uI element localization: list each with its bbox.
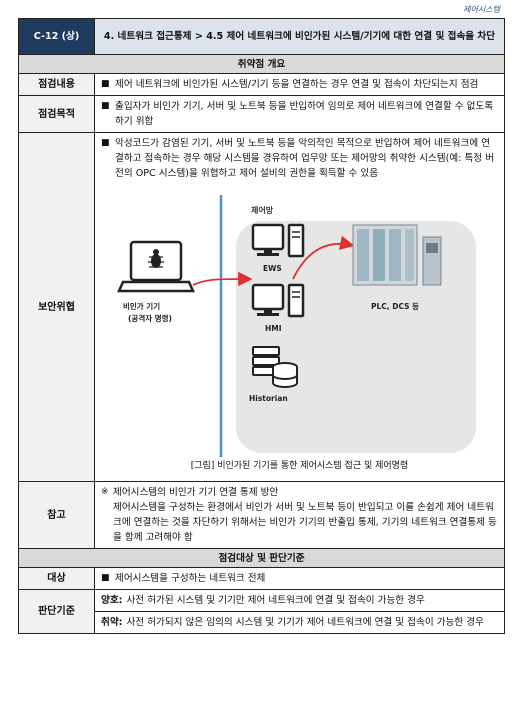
historian-icon — [252, 346, 298, 388]
bad-label: 취약: — [101, 617, 123, 628]
note-marker: ※ — [101, 487, 109, 497]
content-text: 제어 네트워크에 비인가된 시스템/기기 등을 연결하는 경우 연결 및 접속이… — [115, 79, 479, 90]
reference-text: 제어시스템을 구성하는 환경에서 비인가 서버 및 노트북 등이 반입되고 이를… — [113, 502, 497, 543]
threat-cell: ■ 악성코드가 감염된 기기, 서버 및 노트북 등을 악의적인 목적으로 반입하… — [94, 132, 505, 482]
bullet-marker: ■ — [101, 101, 110, 111]
purpose-text: 출입자가 비인가 기기, 서버 및 노트북 등을 반입하여 임의로 제어 네트워… — [115, 101, 494, 127]
hmi-icon — [251, 283, 305, 318]
judgement-bad-cell: 취약:사전 허가되지 않은 임의의 시스템 및 기기가 제어 네트워크에 연결 … — [94, 611, 505, 634]
plc-cabinet-icon — [352, 224, 442, 286]
figure-caption: [그림] 비인가된 기기를 통한 제어시스템 접근 및 제어명령 — [190, 461, 409, 471]
label-threat: 보안위협 — [18, 132, 95, 482]
bullet-marker: ■ — [101, 79, 110, 89]
diagram-svg: 제어망 비인가 기기 (공격자 명령) — [117, 195, 476, 457]
threat-diagram: 제어망 비인가 기기 (공격자 명령) — [101, 187, 498, 457]
plc-label: PLC, DCS 등 — [371, 302, 419, 311]
section-criteria: 점검대상 및 판단기준 — [18, 548, 505, 568]
ews-label: EWS — [263, 264, 282, 273]
label-purpose: 점검목적 — [18, 95, 95, 133]
network-label: 제어망 — [251, 205, 274, 215]
bullet-marker: ■ — [101, 138, 110, 148]
judgement-good-cell: 양호:사전 허가된 시스템 및 기기만 제어 네트워크에 연결 및 접속이 가능… — [94, 589, 505, 612]
bad-text: 사전 허가되지 않은 임의의 시스템 및 기기가 제어 네트워크에 연결 및 접… — [126, 617, 484, 628]
label-content: 점검내용 — [18, 73, 95, 96]
label-target: 대상 — [18, 567, 95, 590]
target-text: 제어시스템을 구성하는 네트워크 전체 — [115, 573, 266, 584]
target-cell: ■ 제어시스템을 구성하는 네트워크 전체 — [94, 567, 505, 590]
reference-title: 제어시스템의 비인가 기기 연결 통제 방안 — [113, 487, 279, 498]
historian-label: Historian — [249, 394, 288, 403]
attacker-label-1: 비인가 기기 — [123, 301, 160, 311]
content-cell: ■ 제어 네트워크에 비인가된 시스템/기기 등을 연결하는 경우 연결 및 접속… — [94, 73, 505, 96]
attack-arrow-1 — [192, 271, 253, 287]
document-table: C-12 (상) 4. 네트워크 접근통제 > 4.5 제어 네트워크에 비인가… — [18, 18, 505, 634]
bullet-marker: ■ — [101, 573, 110, 583]
item-code: C-12 (상) — [18, 18, 95, 55]
category-label: 제어시스템 — [463, 5, 500, 14]
good-label: 양호: — [101, 595, 123, 606]
attacker-label-2: (공격자 명령) — [128, 313, 172, 323]
reference-cell: ※ 제어시스템의 비인가 기기 연결 통제 방안 제어시스템을 구성하는 환경에서… — [94, 481, 505, 549]
hmi-label: HMI — [265, 324, 282, 333]
laptop-icon — [117, 240, 195, 293]
label-judgement: 판단기준 — [18, 589, 95, 634]
good-text: 사전 허가된 시스템 및 기기만 제어 네트워크에 연결 및 접속이 가능한 경… — [126, 595, 425, 606]
section-overview: 취약점 개요 — [18, 54, 505, 74]
purpose-cell: ■ 출입자가 비인가 기기, 서버 및 노트북 등을 반입하여 임의로 제어 네트… — [94, 95, 505, 133]
label-reference: 참고 — [18, 481, 95, 549]
item-title: 4. 네트워크 접근통제 > 4.5 제어 네트워크에 비인가된 시스템/기기에… — [94, 18, 505, 55]
ews-icon — [251, 223, 305, 258]
threat-text: 악성코드가 감염된 기기, 서버 및 노트북 등을 악의적인 목적으로 반입하여… — [115, 138, 494, 179]
bug-icon — [148, 249, 164, 268]
attack-arrow-2 — [292, 235, 355, 280]
